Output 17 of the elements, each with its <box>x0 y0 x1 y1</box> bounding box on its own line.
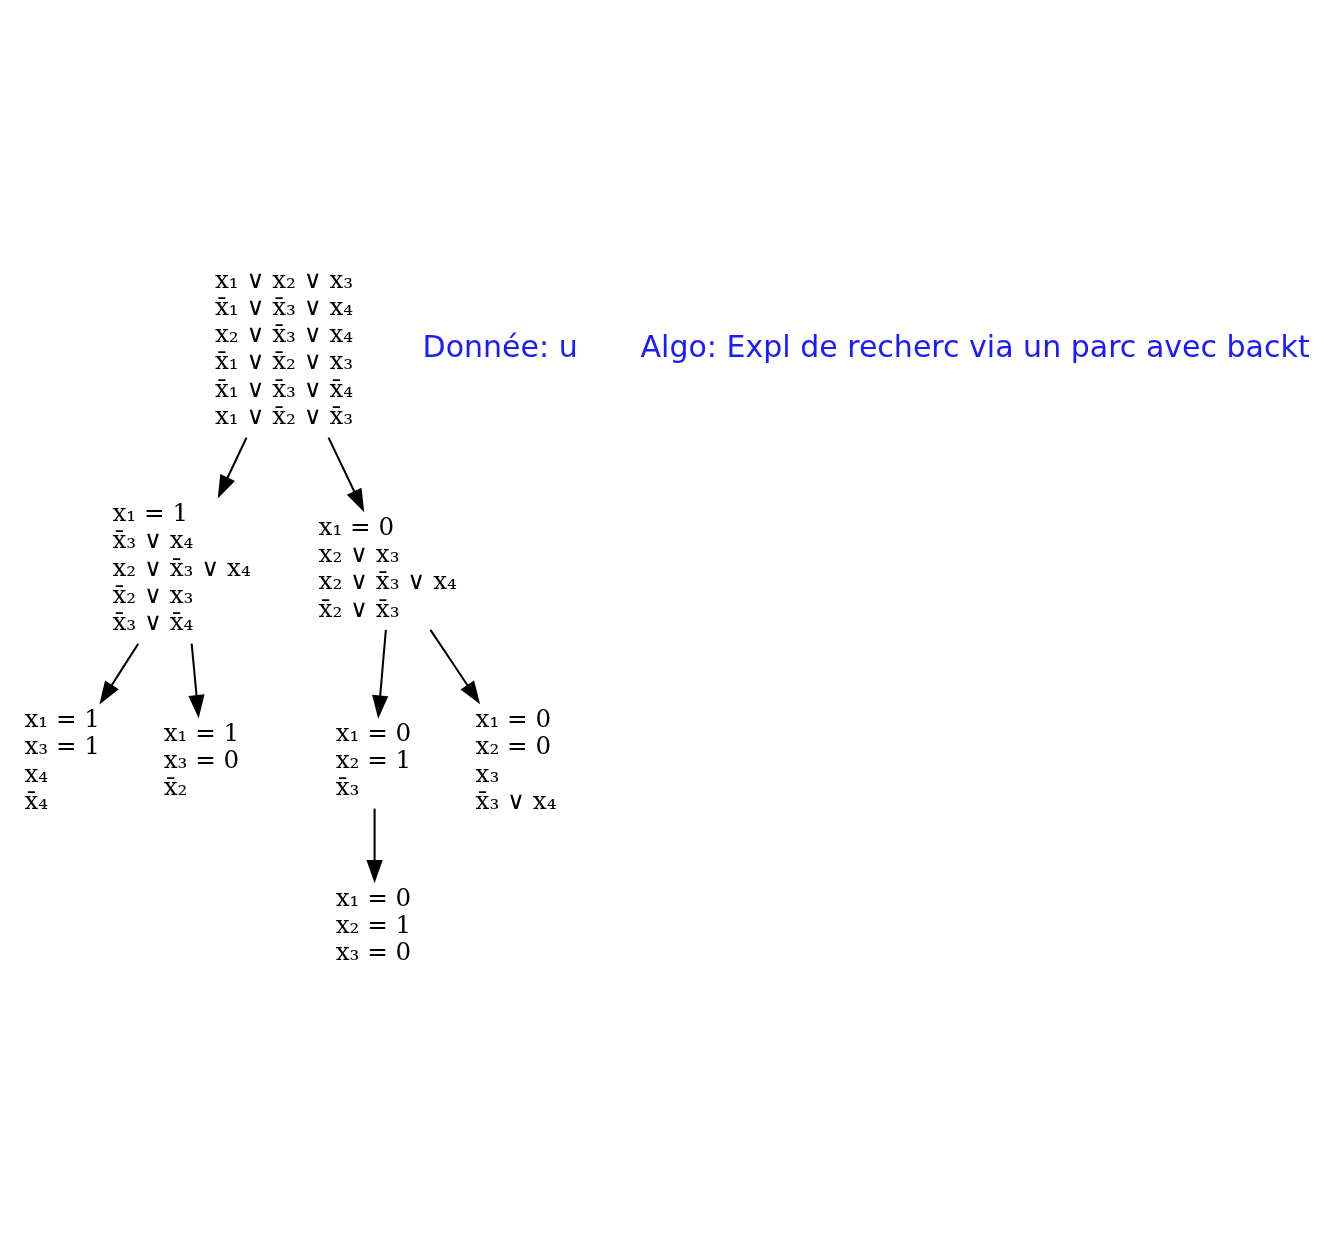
arrow <box>429 629 481 705</box>
node-text: x₁ = 1 x₃ = 1 x₄ x̄₄ <box>24 704 100 815</box>
label: Algo: Expl de recherc via un parc avec backt <box>640 329 1310 365</box>
label: Donnée: u <box>422 329 578 365</box>
node-text: x₁ = 1 x̄₃ ∨ x₄ x₂ ∨ x̄₃ ∨ x₄ x̄₂ ∨ x₃ x̄₃ ∨ x̄₄ <box>112 497 251 637</box>
node-text: x₁ = 0 x₂ = 0 x₃ x̄₃ ∨ x₄ <box>475 704 557 815</box>
arrow <box>188 643 205 719</box>
node-text: x₁ = 0 x₂ ∨ x₃ x₂ ∨ x̄₃ ∨ x₄ x̄₂ ∨ x̄₃ <box>318 511 457 623</box>
node-text: x₁ = 0 x₂ = 1 x₃ = 0 <box>335 882 412 967</box>
node-text: x₁ = 0 x₂ = 1 x̄₃ <box>335 717 412 802</box>
arrow <box>99 643 140 705</box>
node-text: x₁ ∨ x₂ ∨ x₃ x̄₁ ∨ x̄₃ ∨ x₄ x₂ ∨ x̄₃ ∨ x₄ x̄₁ ∨ x̄₂ ∨ x₃ x̄₁ ∨ x̄₃ ∨ x̄₄ x₁ ∨ x̄₂ ∨ x̄₃ <box>214 264 354 431</box>
node-text: x₁ = 1 x₃ = 0 x̄₂ <box>163 717 240 802</box>
arrow <box>366 808 383 884</box>
arrow <box>327 437 365 513</box>
arrow <box>217 437 248 499</box>
arrow <box>372 629 389 719</box>
